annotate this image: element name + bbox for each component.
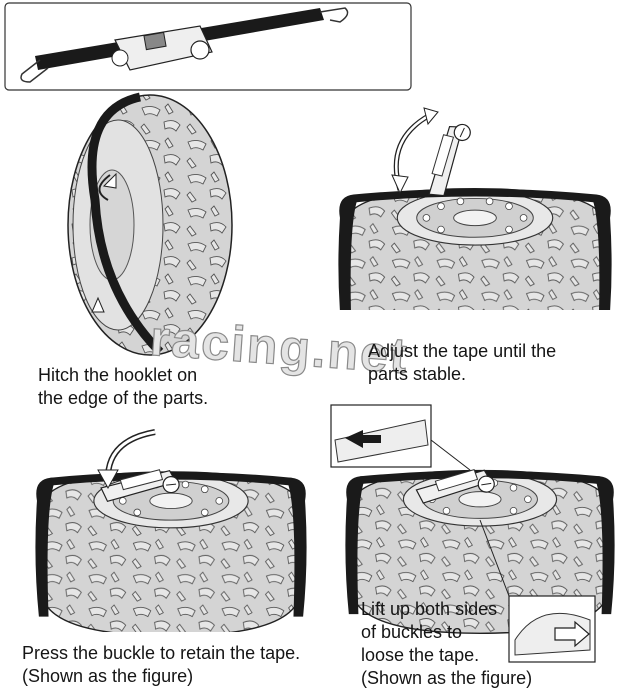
step-2-caption: Adjust the tape until the parts stable. — [368, 340, 556, 386]
caption-line: Hitch the hooklet on — [38, 365, 198, 385]
tire-step-1 — [67, 92, 233, 356]
step-4-caption: Lift up both sides of buckles to loose t… — [361, 598, 532, 690]
caption-line: of buckles to — [361, 622, 463, 642]
ratchet-strap-overview — [4, 2, 412, 91]
step-1-caption: Hitch the hooklet on the edge of the par… — [38, 364, 208, 410]
caption-line: Press the buckle to retain the tape. — [22, 643, 301, 663]
step-3-caption: Press the buckle to retain the tape. (Sh… — [22, 642, 300, 688]
detail-inset-bottom — [479, 519, 596, 663]
caption-line: (Shown as the figure) — [361, 668, 533, 688]
ratchet-buckle — [111, 25, 213, 71]
caption-line: loose the tape. — [361, 645, 480, 665]
caption-line: parts stable. — [368, 364, 467, 384]
detail-inset-top — [330, 404, 471, 471]
caption-line: the edge of the parts. — [38, 388, 209, 408]
caption-line: Adjust the tape until the — [368, 341, 557, 361]
caption-line: Lift up both sides — [361, 599, 498, 619]
tire-step-3 — [35, 429, 307, 632]
tire-step-4 — [330, 404, 615, 663]
tire-step-2 — [338, 107, 612, 310]
caption-line: (Shown as the figure) — [22, 666, 194, 686]
